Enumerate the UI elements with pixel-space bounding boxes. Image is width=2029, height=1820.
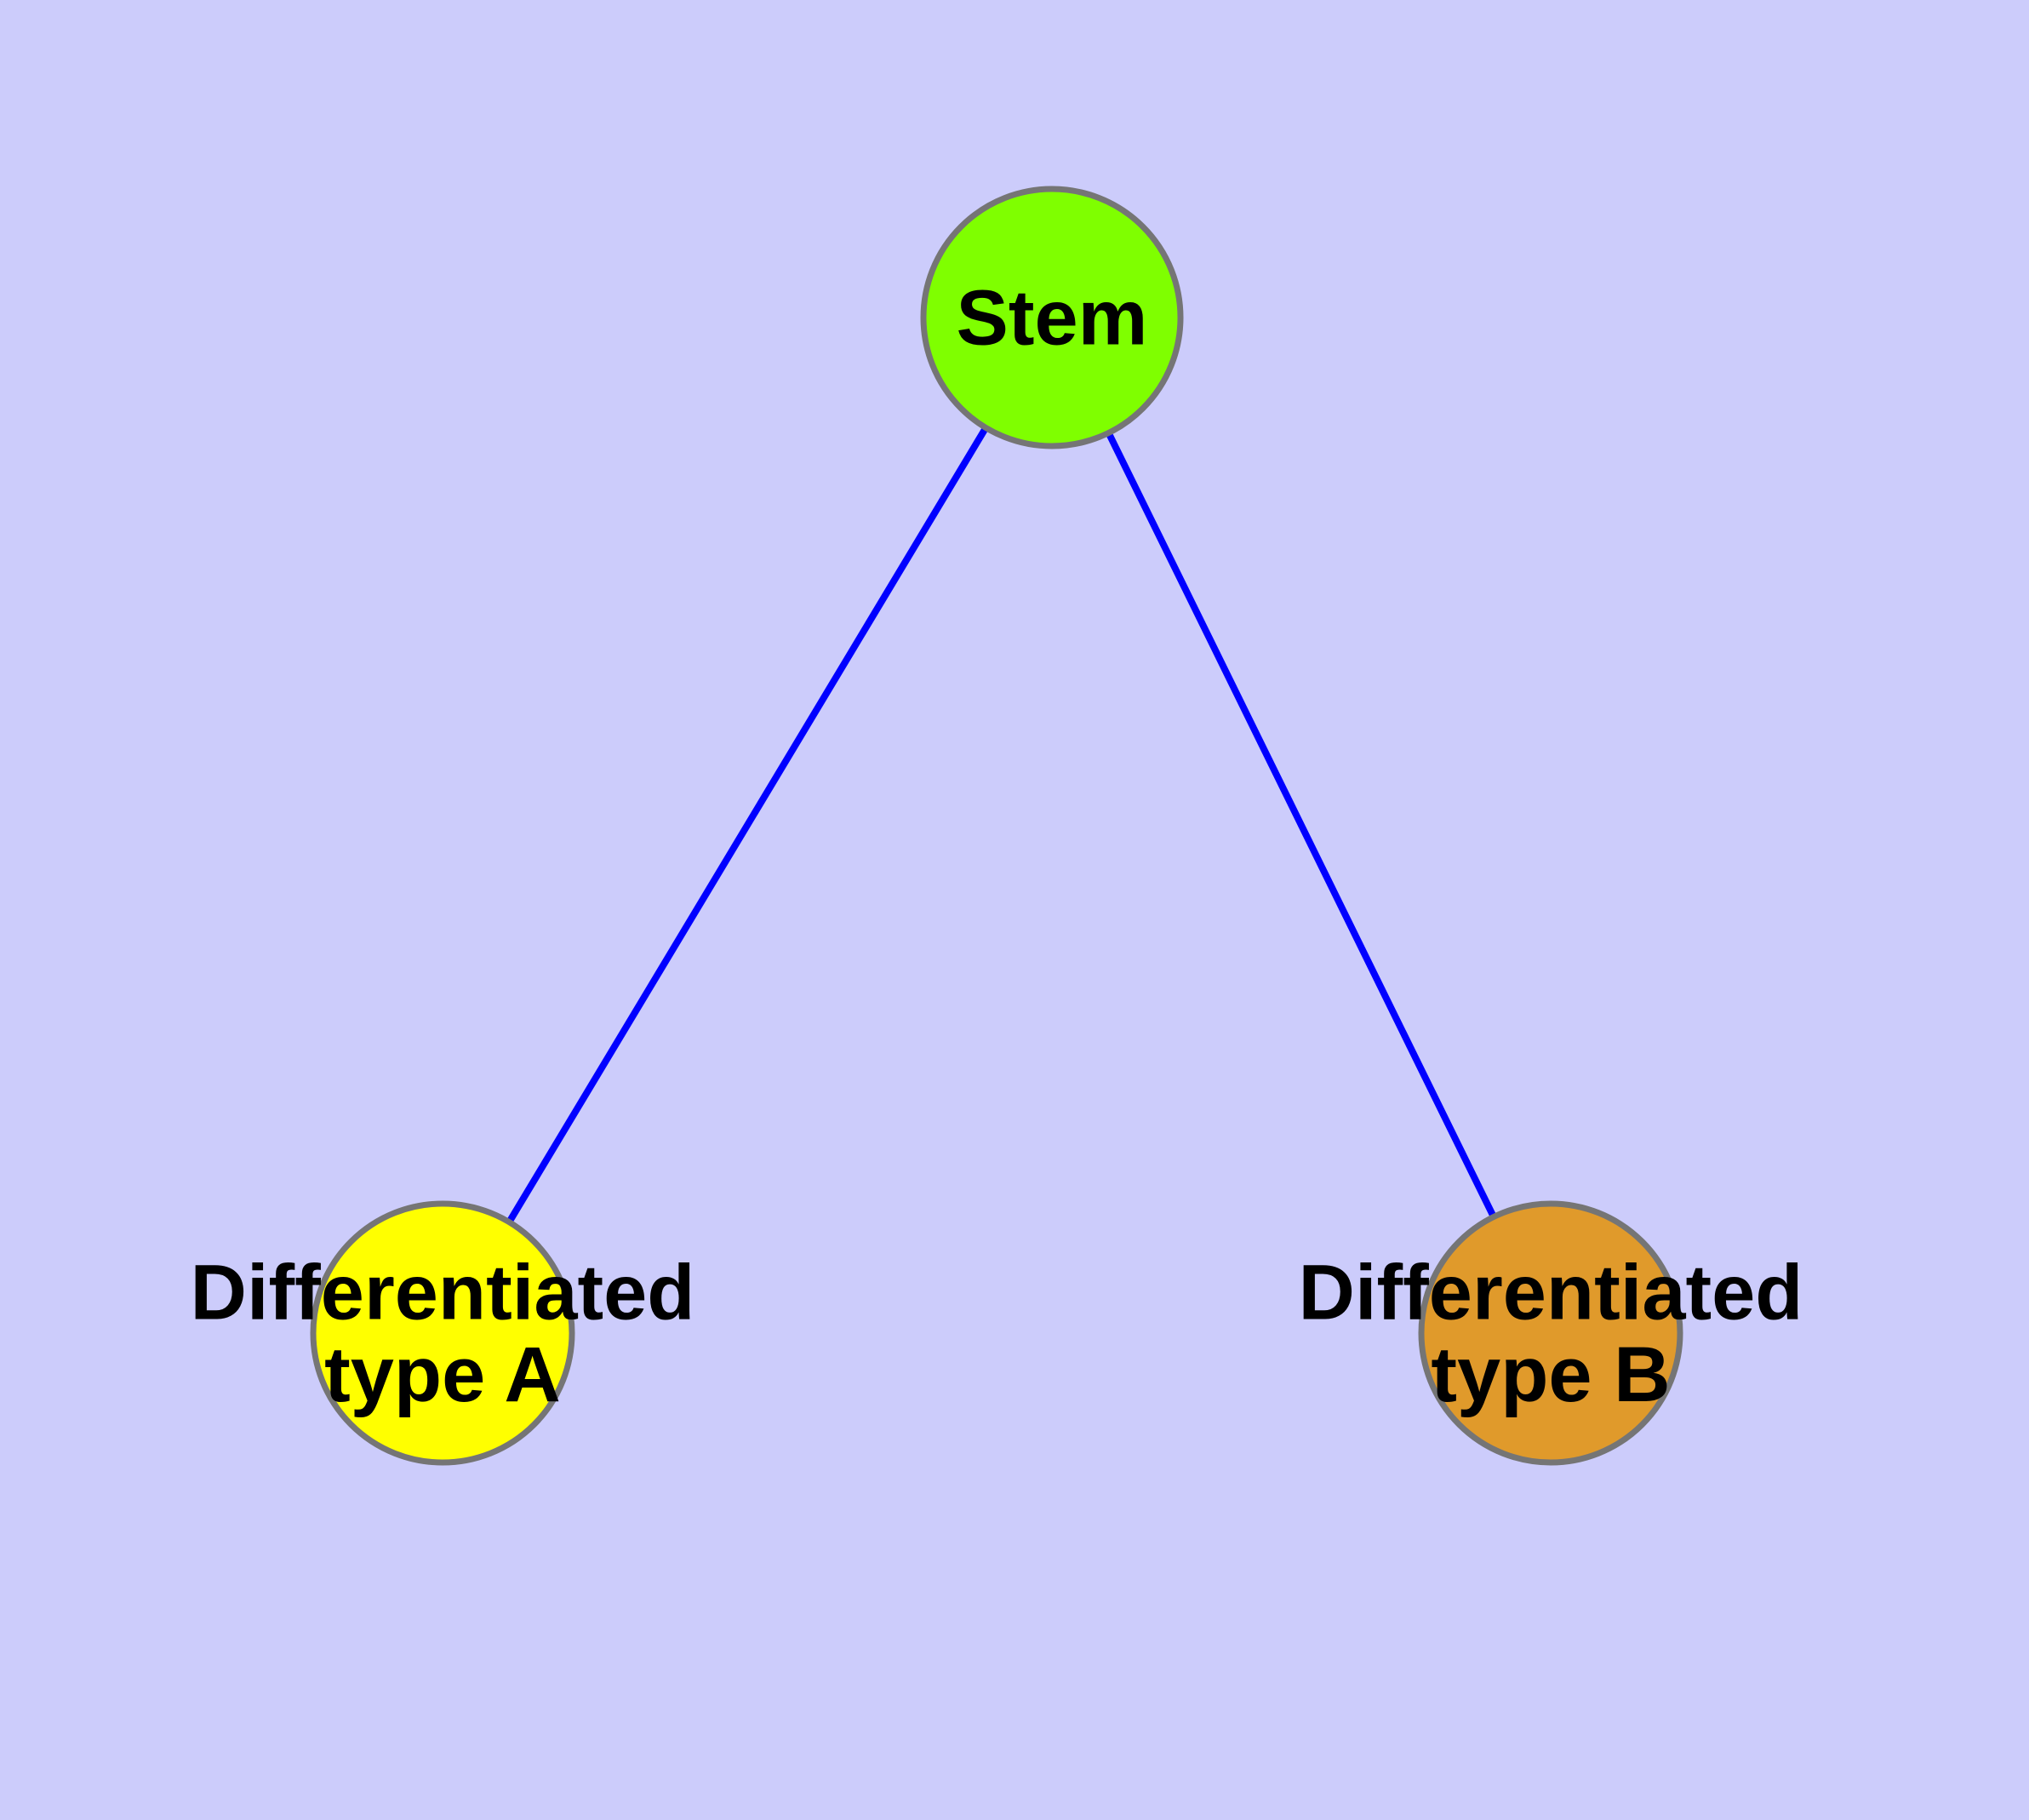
edge-stem-to-diff-b[interactable] bbox=[1106, 432, 1496, 1217]
node-stem[interactable] bbox=[920, 186, 1184, 449]
node-label-line: Differentiated bbox=[191, 1249, 695, 1336]
node-label-line: type A bbox=[324, 1331, 561, 1418]
node-label-line: Stem bbox=[957, 275, 1148, 362]
edge-layer bbox=[506, 427, 1496, 1223]
node-label-line: type B bbox=[1431, 1331, 1670, 1418]
edge-stem-to-diff-a[interactable] bbox=[506, 427, 988, 1223]
node-label-line: Differentiated bbox=[1299, 1249, 1803, 1336]
node-differentiated-type-b[interactable] bbox=[1418, 1200, 1683, 1466]
node-differentiated-type-a[interactable] bbox=[310, 1200, 575, 1466]
node-label-stem: Stem bbox=[957, 275, 1148, 362]
node-layer bbox=[310, 186, 1683, 1466]
